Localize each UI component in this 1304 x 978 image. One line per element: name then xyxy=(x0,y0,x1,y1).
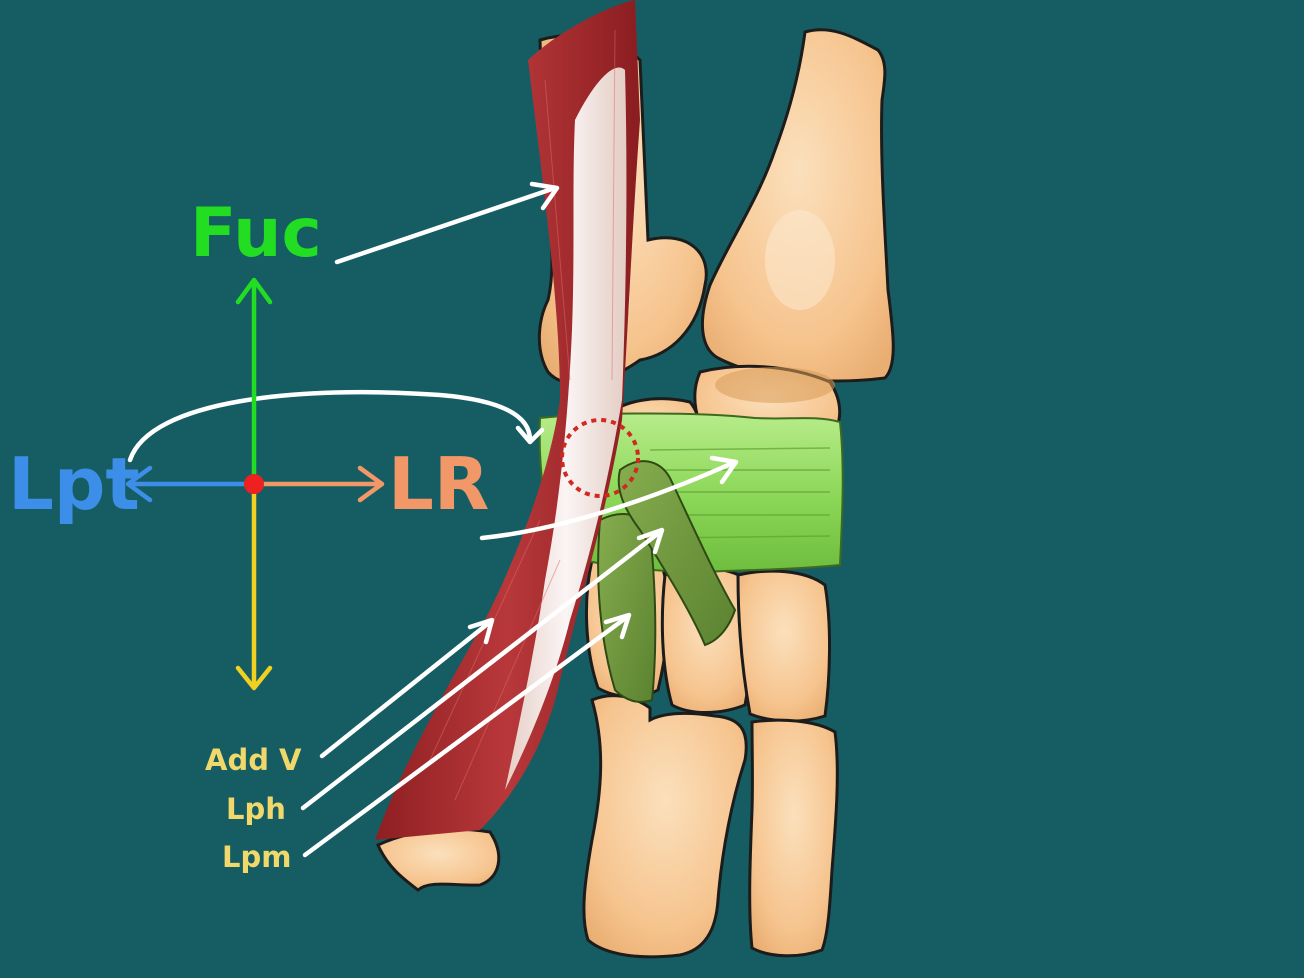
addv-pointer-arrow xyxy=(319,619,493,759)
label-lr: LR xyxy=(388,442,490,526)
fifth-metacarpal-base xyxy=(376,827,501,892)
pointer-arrows xyxy=(127,181,739,858)
lpt-curved-arrow xyxy=(127,389,533,463)
label-add-v: Add V xyxy=(205,743,302,777)
label-fuc: Fuc xyxy=(190,194,322,273)
insertion-highlight xyxy=(560,418,640,498)
label-lpm: Lpm xyxy=(222,840,292,874)
metacarpal-right-bone xyxy=(748,718,839,958)
axis-origin-dot xyxy=(244,474,264,494)
lr-pointer-arrow xyxy=(479,459,738,541)
radius-bone xyxy=(700,28,895,383)
metacarpal-left-bone xyxy=(582,694,748,959)
lpm-tendon xyxy=(617,460,737,647)
fuc-pointer-arrow xyxy=(334,185,558,265)
lph-pointer-arrow xyxy=(300,529,663,811)
lpm-pointer-arrow xyxy=(302,614,630,858)
carpal-trapezoid-bone xyxy=(736,569,831,723)
flexor-ulnaris-tendon xyxy=(505,67,627,790)
direction-axes xyxy=(125,277,385,691)
label-lpt: Lpt xyxy=(8,442,140,526)
label-lph: Lph xyxy=(226,792,286,826)
